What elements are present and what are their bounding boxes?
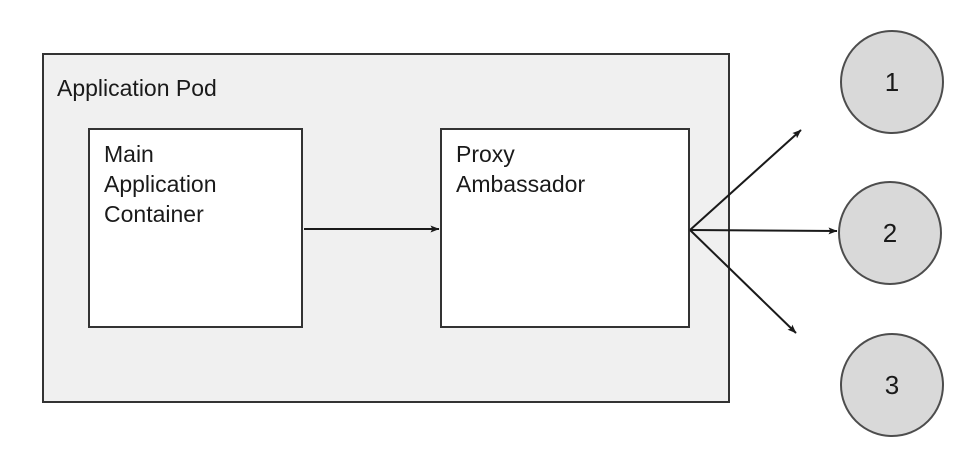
main-application-container-label: Main Application Container — [104, 141, 217, 227]
external-node-2-label: 2 — [882, 217, 898, 248]
external-node-3[interactable]: 3 — [840, 333, 944, 437]
main-application-container-box[interactable]: Main Application Container — [88, 128, 303, 328]
external-node-2[interactable]: 2 — [838, 181, 942, 285]
proxy-ambassador-label: Proxy Ambassador — [456, 141, 586, 197]
external-node-3-label: 3 — [884, 369, 900, 400]
application-pod-label: Application Pod — [57, 75, 217, 101]
external-node-1-label: 1 — [884, 66, 900, 97]
external-node-1[interactable]: 1 — [840, 30, 944, 134]
proxy-ambassador-box[interactable]: Proxy Ambassador — [440, 128, 690, 328]
